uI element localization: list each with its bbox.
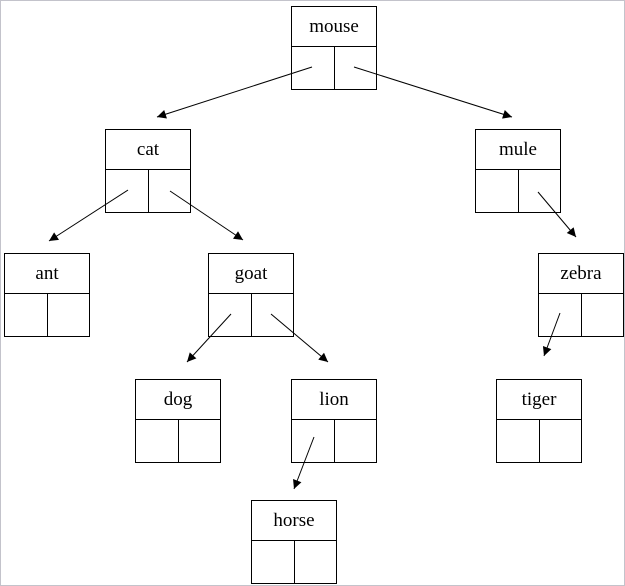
pointer-cells-cat <box>106 170 190 212</box>
left-pointer-cell-ant <box>5 294 48 336</box>
right-pointer-cell-lion <box>335 420 377 462</box>
tree-node-mouse: mouse <box>291 6 377 90</box>
tree-node-horse: horse <box>251 500 337 584</box>
pointer-cells-tiger <box>497 420 581 462</box>
right-pointer-cell-zebra <box>582 294 624 336</box>
node-label-cat: cat <box>106 130 190 170</box>
left-pointer-cell-goat <box>209 294 252 336</box>
pointer-cells-lion <box>292 420 376 462</box>
left-pointer-cell-cat <box>106 170 149 212</box>
right-pointer-cell-ant <box>48 294 90 336</box>
tree-node-mule: mule <box>475 129 561 213</box>
tree-node-goat: goat <box>208 253 294 337</box>
pointer-cells-zebra <box>539 294 623 336</box>
node-label-horse: horse <box>252 501 336 541</box>
right-pointer-cell-mule <box>519 170 561 212</box>
node-label-mule: mule <box>476 130 560 170</box>
tree-node-tiger: tiger <box>496 379 582 463</box>
left-pointer-cell-lion <box>292 420 335 462</box>
pointer-cells-mule <box>476 170 560 212</box>
right-pointer-cell-tiger <box>540 420 582 462</box>
pointer-cells-goat <box>209 294 293 336</box>
right-pointer-cell-dog <box>179 420 221 462</box>
pointer-cells-dog <box>136 420 220 462</box>
node-label-tiger: tiger <box>497 380 581 420</box>
left-pointer-cell-tiger <box>497 420 540 462</box>
left-pointer-cell-zebra <box>539 294 582 336</box>
node-label-ant: ant <box>5 254 89 294</box>
pointer-cells-ant <box>5 294 89 336</box>
left-pointer-cell-mule <box>476 170 519 212</box>
right-pointer-cell-mouse <box>335 47 377 89</box>
right-pointer-cell-cat <box>149 170 191 212</box>
tree-node-cat: cat <box>105 129 191 213</box>
node-label-dog: dog <box>136 380 220 420</box>
tree-node-zebra: zebra <box>538 253 624 337</box>
pointer-cells-mouse <box>292 47 376 89</box>
tree-node-ant: ant <box>4 253 90 337</box>
pointer-cells-horse <box>252 541 336 583</box>
tree-node-lion: lion <box>291 379 377 463</box>
edge-mouse-left-to-cat <box>156 66 313 119</box>
right-pointer-cell-horse <box>295 541 337 583</box>
left-pointer-cell-mouse <box>292 47 335 89</box>
tree-node-dog: dog <box>135 379 221 463</box>
edge-mouse-right-to-mule <box>353 66 513 119</box>
node-label-zebra: zebra <box>539 254 623 294</box>
left-pointer-cell-horse <box>252 541 295 583</box>
node-label-lion: lion <box>292 380 376 420</box>
left-pointer-cell-dog <box>136 420 179 462</box>
node-label-goat: goat <box>209 254 293 294</box>
node-label-mouse: mouse <box>292 7 376 47</box>
right-pointer-cell-goat <box>252 294 294 336</box>
